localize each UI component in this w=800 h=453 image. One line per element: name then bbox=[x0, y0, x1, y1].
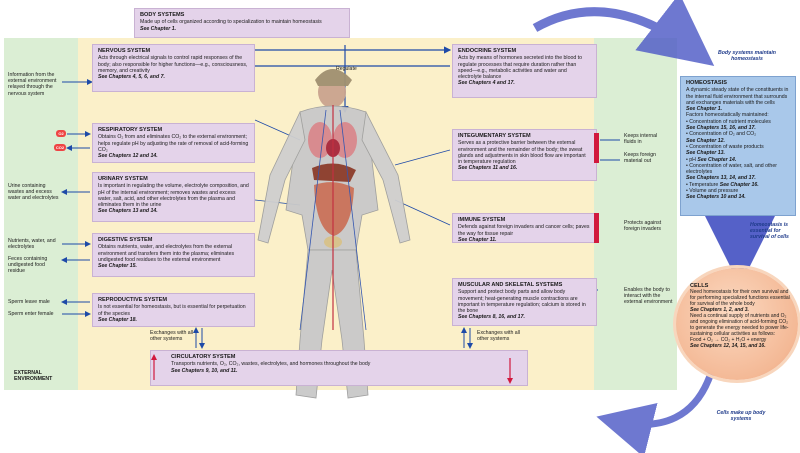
cycle-essential-label: Homeostasis is essential for survival of… bbox=[750, 222, 789, 241]
nervous-desc: Acts through electrical signals to contr… bbox=[98, 55, 248, 74]
urinary-title: URINARY SYSTEM bbox=[98, 176, 148, 182]
exchanges-label-left: Exchanges with all other systems bbox=[150, 330, 193, 343]
co2-chip: CO2 bbox=[54, 144, 66, 151]
respiratory-ref: See Chapters 12 and 14. bbox=[98, 153, 158, 160]
digestive-desc: Obtains nutrients, water, and electrolyt… bbox=[98, 244, 235, 263]
body-systems-box: BODY SYSTEMS Made up of cells organized … bbox=[134, 8, 350, 38]
homeostasis-title: HOMEOSTASIS bbox=[686, 80, 727, 86]
urine-text: Urine containing wastes and excess water… bbox=[8, 183, 59, 202]
cycle-arrow-bottom bbox=[596, 368, 716, 453]
sperm-enter-text: Sperm enter female bbox=[8, 311, 54, 317]
immune-system-box: IMMUNE SYSTEM Defends against foreign in… bbox=[452, 213, 597, 243]
circulatory-system-box: CIRCULATORY SYSTEM Transports nutrients,… bbox=[150, 350, 528, 386]
cells-text: CELLS Need homeostasis for their own sur… bbox=[690, 283, 790, 349]
circulatory-title: CIRCULATORY SYSTEM bbox=[171, 354, 236, 360]
digestive-title: DIGESTIVE SYSTEM bbox=[98, 237, 153, 243]
reproductive-system-box: REPRODUCTIVE SYSTEM Is not essential for… bbox=[92, 293, 255, 327]
homeostasis-factor: • Concentration of O₂ and CO₂ See Chapte… bbox=[686, 131, 757, 144]
homeostasis-ref: See Chapter 1. bbox=[686, 106, 723, 113]
immune-desc: Defends against foreign invaders and can… bbox=[458, 224, 590, 237]
external-info-text: Information from the external environmen… bbox=[8, 72, 57, 97]
muscular-desc: Support and protect body parts and allow… bbox=[458, 289, 586, 315]
integumentary-title: INTEGUMENTARY SYSTEM bbox=[458, 133, 531, 139]
circulatory-desc: Transports nutrients, O₂, CO₂, wastes, e… bbox=[171, 361, 371, 368]
respiratory-desc: Obtains O₂ from and eliminates CO₂ to th… bbox=[98, 134, 249, 153]
cells-equation: Food + O₂ → CO₂ + H₂O + energy bbox=[690, 337, 767, 343]
external-environment-label: EXTERNAL ENVIRONMENT bbox=[14, 370, 53, 383]
urinary-system-box: URINARY SYSTEM Is important in regulatin… bbox=[92, 172, 255, 222]
body-systems-title: BODY SYSTEMS bbox=[140, 12, 185, 18]
enables-text: Enables the body to interact with the ex… bbox=[624, 287, 673, 306]
muscular-ref: See Chapters 8, 16, and 17. bbox=[458, 314, 525, 321]
muscular-title: MUSCULAR AND SKELETAL SYSTEMS bbox=[458, 282, 563, 288]
muscular-skeletal-system-box: MUSCULAR AND SKELETAL SYSTEMS Support an… bbox=[452, 278, 597, 326]
integumentary-desc: Serves as a protective barrier between t… bbox=[458, 140, 586, 166]
endocrine-ref: See Chapters 4 and 17. bbox=[458, 80, 515, 87]
respiratory-title: RESPIRATORY SYSTEM bbox=[98, 127, 163, 133]
homeostasis-desc: A dynamic steady state of the constituen… bbox=[686, 87, 789, 106]
digestive-ref: See Chapter 15. bbox=[98, 263, 137, 270]
circulatory-ref: See Chapters 9, 10, and 11. bbox=[171, 367, 238, 374]
integumentary-system-box: INTEGUMENTARY SYSTEM Serves as a protect… bbox=[452, 129, 597, 181]
protects-text: Protects against foreign invaders bbox=[624, 220, 662, 233]
cycle-make-up-label: Cells make up body systems bbox=[716, 410, 766, 423]
urinary-desc: Is important in regulating the volume, e… bbox=[98, 183, 249, 209]
endocrine-title: ENDOCRINE SYSTEM bbox=[458, 48, 517, 54]
o2-chip: O2 bbox=[56, 130, 66, 137]
urinary-ref: See Chapters 13 and 14. bbox=[98, 208, 158, 215]
cells-desc-2: Need a continual supply of nutrients and… bbox=[690, 313, 789, 337]
respiratory-system-box: RESPIRATORY SYSTEM Obtains O₂ from and e… bbox=[92, 123, 255, 163]
body-systems-ref: See Chapter 1. bbox=[140, 25, 177, 32]
cycle-maintain-label: Body systems maintain homeostasis bbox=[718, 50, 776, 63]
exchanges-label-right: Exchanges with all other systems bbox=[477, 330, 520, 343]
reproductive-desc: Is not essential for homeostasis, but is… bbox=[98, 304, 246, 317]
homeostasis-factor-list: • Concentration of nutrient molecules Se… bbox=[686, 119, 790, 201]
endocrine-desc: Acts by means of hormones secreted into … bbox=[458, 55, 582, 81]
homeostasis-factors-intro: Factors homeostatically maintained: bbox=[686, 112, 769, 119]
integumentary-marker bbox=[594, 133, 599, 163]
cells-desc-1: Need homeostasis for their own survival … bbox=[690, 289, 790, 307]
endocrine-system-box: ENDOCRINE SYSTEM Acts by means of hormon… bbox=[452, 44, 597, 98]
digestive-system-box: DIGESTIVE SYSTEM Obtains nutrients, wate… bbox=[92, 233, 255, 277]
sperm-leave-text: Sperm leave male bbox=[8, 299, 50, 305]
nervous-system-box: NERVOUS SYSTEM Acts through electrical s… bbox=[92, 44, 255, 92]
feces-text: Feces containing undigested food residue bbox=[8, 256, 48, 275]
integumentary-ref: See Chapters 11 and 16. bbox=[458, 165, 518, 172]
homeostasis-box: HOMEOSTASIS A dynamic steady state of th… bbox=[680, 76, 796, 216]
cycle-arrow-top bbox=[532, 0, 715, 67]
homeostasis-factor: • Volume and pressure See Chapters 10 an… bbox=[686, 188, 746, 201]
immune-title: IMMUNE SYSTEM bbox=[458, 217, 506, 223]
reproductive-title: REPRODUCTIVE SYSTEM bbox=[98, 297, 167, 303]
nutrients-text: Nutrients, water, and electrolytes bbox=[8, 238, 56, 251]
keeps-foreign-text: Keeps foreign material out bbox=[624, 152, 657, 165]
cells-ref-2: See Chapters 12, 14, 15, and 16. bbox=[690, 343, 766, 349]
cells-title: CELLS bbox=[690, 283, 709, 289]
immune-ref: See Chapter 11. bbox=[458, 236, 497, 243]
cells-circle bbox=[676, 268, 798, 380]
homeostasis-factor: • Concentration of nutrient molecules Se… bbox=[686, 118, 771, 132]
nervous-title: NERVOUS SYSTEM bbox=[98, 48, 151, 54]
homeostasis-factor: • pH See Chapter 14. bbox=[686, 156, 737, 163]
homeostasis-factor: • Concentration of water, salt, and othe… bbox=[686, 162, 777, 182]
cells-ref-1: See Chapters 1, 2, and 3. bbox=[690, 307, 749, 313]
immune-marker bbox=[594, 213, 599, 243]
keeps-fluids-text: Keeps internal fluids in bbox=[624, 133, 658, 146]
regulate-label: Regulate bbox=[336, 66, 357, 72]
reproductive-ref: See Chapter 18. bbox=[98, 316, 137, 323]
body-systems-desc: Made up of cells organized according to … bbox=[140, 19, 322, 26]
homeostasis-factor: • Concentration of waste products See Ch… bbox=[686, 143, 764, 157]
homeostasis-factor: • Temperature See Chapter 16. bbox=[686, 181, 759, 188]
nervous-ref: See Chapters 4, 5, 6, and 7. bbox=[98, 74, 165, 81]
